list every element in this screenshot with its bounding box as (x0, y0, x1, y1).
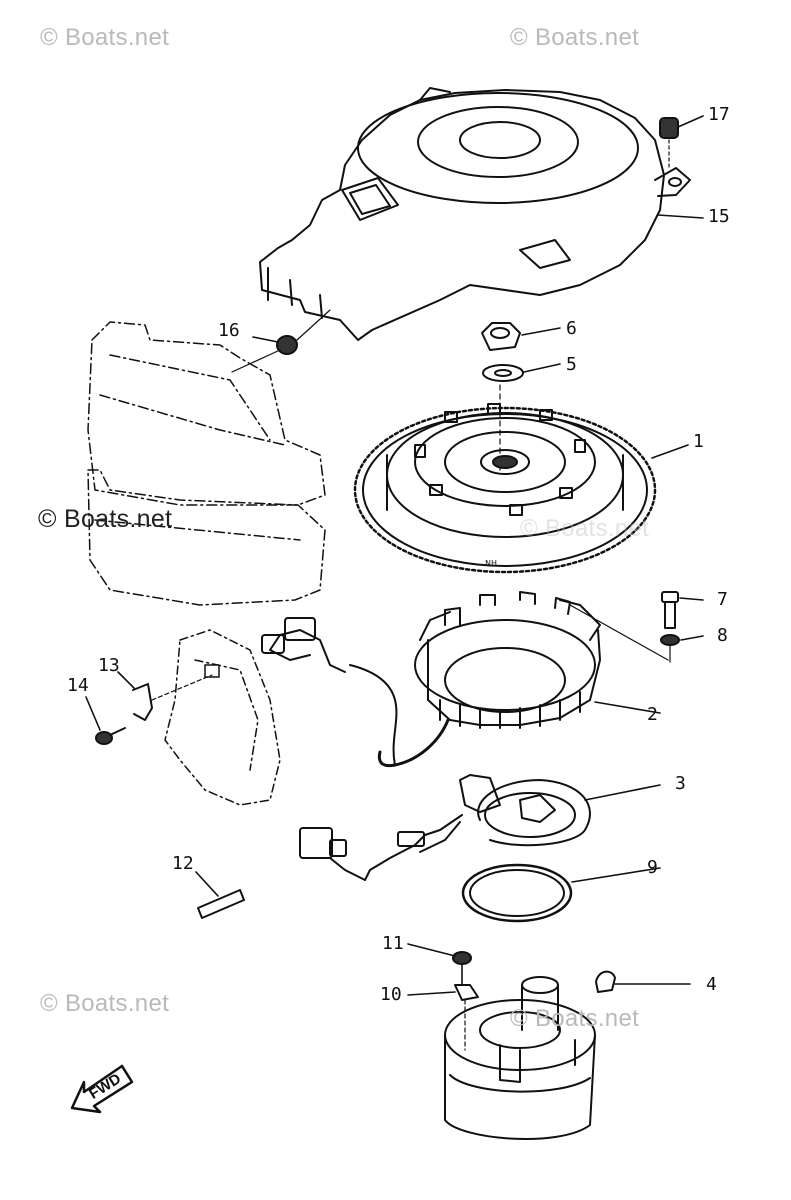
mounting-bracket-outline (164, 629, 281, 806)
callout-15: 15 (708, 206, 730, 227)
bolt-part-7 (661, 591, 704, 629)
clamp-part-13 (117, 671, 213, 721)
watermark: © Boats.net (520, 515, 650, 542)
callout-13: 13 (98, 655, 120, 676)
plate-part-10 (407, 984, 479, 1051)
watermark: © Boats.net (40, 990, 170, 1017)
callout-4: 4 (706, 974, 717, 995)
callout-14: 14 (67, 675, 89, 696)
callout-7: 7 (717, 589, 728, 610)
nut-part-16 (231, 309, 331, 373)
watermark: © Boats.net (510, 24, 640, 51)
callout-8: 8 (717, 625, 728, 646)
flywheel-cover-part-15 (259, 87, 691, 341)
screw-part-14 (85, 696, 126, 745)
pulser-coil-part-3 (299, 774, 661, 881)
callout-9: 9 (647, 857, 658, 878)
flywheel-magnet-part-1 (353, 403, 689, 574)
callout-2: 2 (647, 704, 658, 725)
callout-16: 16 (218, 320, 240, 341)
watermark: © Boats.net (510, 1005, 640, 1032)
seal-ring-part-9 (461, 863, 661, 923)
callout-6: 6 (566, 318, 577, 339)
callout-3: 3 (675, 773, 686, 794)
stator-part-2 (261, 591, 669, 768)
pin-part-12 (195, 871, 245, 919)
grommet-part-17 (659, 115, 704, 169)
screw-part-11 (407, 943, 472, 986)
crankshaft-base (444, 976, 596, 1140)
washer-part-5 (482, 363, 561, 382)
washer-part-8 (660, 634, 704, 663)
flywheel-rim-mark: NH (485, 559, 497, 568)
callout-17: 17 (708, 104, 730, 125)
callout-10: 10 (380, 984, 402, 1005)
watermark: © Boats.net (38, 505, 173, 533)
callout-1: 1 (693, 431, 704, 452)
callout-11: 11 (382, 933, 404, 954)
rectifier-regulator-outline (87, 321, 326, 606)
callout-12: 12 (172, 853, 194, 874)
callout-5: 5 (566, 354, 577, 375)
watermark: © Boats.net (40, 24, 170, 51)
key-part-4 (595, 970, 691, 993)
nut-part-6 (481, 322, 561, 351)
forward-direction-arrow (70, 1064, 134, 1114)
